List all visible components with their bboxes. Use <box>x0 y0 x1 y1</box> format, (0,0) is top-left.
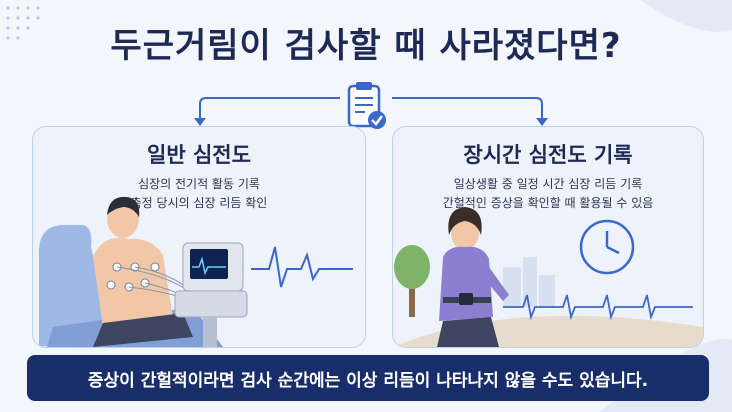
page-title: 두근거림이 검사할 때 사라졌다면? <box>110 26 622 66</box>
holter-ecg-desc-line: 간헐적인 증상을 확인할 때 활용될 수 있음 <box>442 196 654 210</box>
holter-ecg-title: 장시간 심전도 기록 <box>463 143 633 167</box>
standard-ecg-desc-line: 심장의 전기적 활동 기록 <box>138 177 260 191</box>
ecg-patient-illustration <box>38 196 353 347</box>
clipboard-check-icon <box>347 82 386 129</box>
clock-icon <box>579 219 635 275</box>
holter-ecg-card: 장시간 심전도 기록 일상생활 중 일정 시간 심장 리듬 기록 간헐적인 증상… <box>392 126 704 348</box>
holter-ecg-description: 일상생활 중 일정 시간 심장 리듬 기록 간헐적인 증상을 확인할 때 활용될… <box>393 175 703 213</box>
standard-ecg-title: 일반 심전도 <box>147 143 251 167</box>
heart-rhythm-icon <box>251 246 353 288</box>
bottom-banner: 증상이 간헐적이라면 검사 순간에는 이상 리듬이 나타나지 않을 수도 있습니… <box>27 355 709 401</box>
holter-ecg-desc-line: 일상생활 중 일정 시간 심장 리듬 기록 <box>453 177 643 191</box>
standard-ecg-desc-line: 측정 당시의 심장 리듬 확인 <box>130 196 268 210</box>
standard-ecg-description: 심장의 전기적 활동 기록 측정 당시의 심장 리듬 확인 <box>33 175 365 213</box>
walking-holter-illustration <box>393 207 703 347</box>
standard-ecg-card: 일반 심전도 심장의 전기적 활동 기록 측정 당시의 심장 리듬 확인 <box>32 126 366 348</box>
